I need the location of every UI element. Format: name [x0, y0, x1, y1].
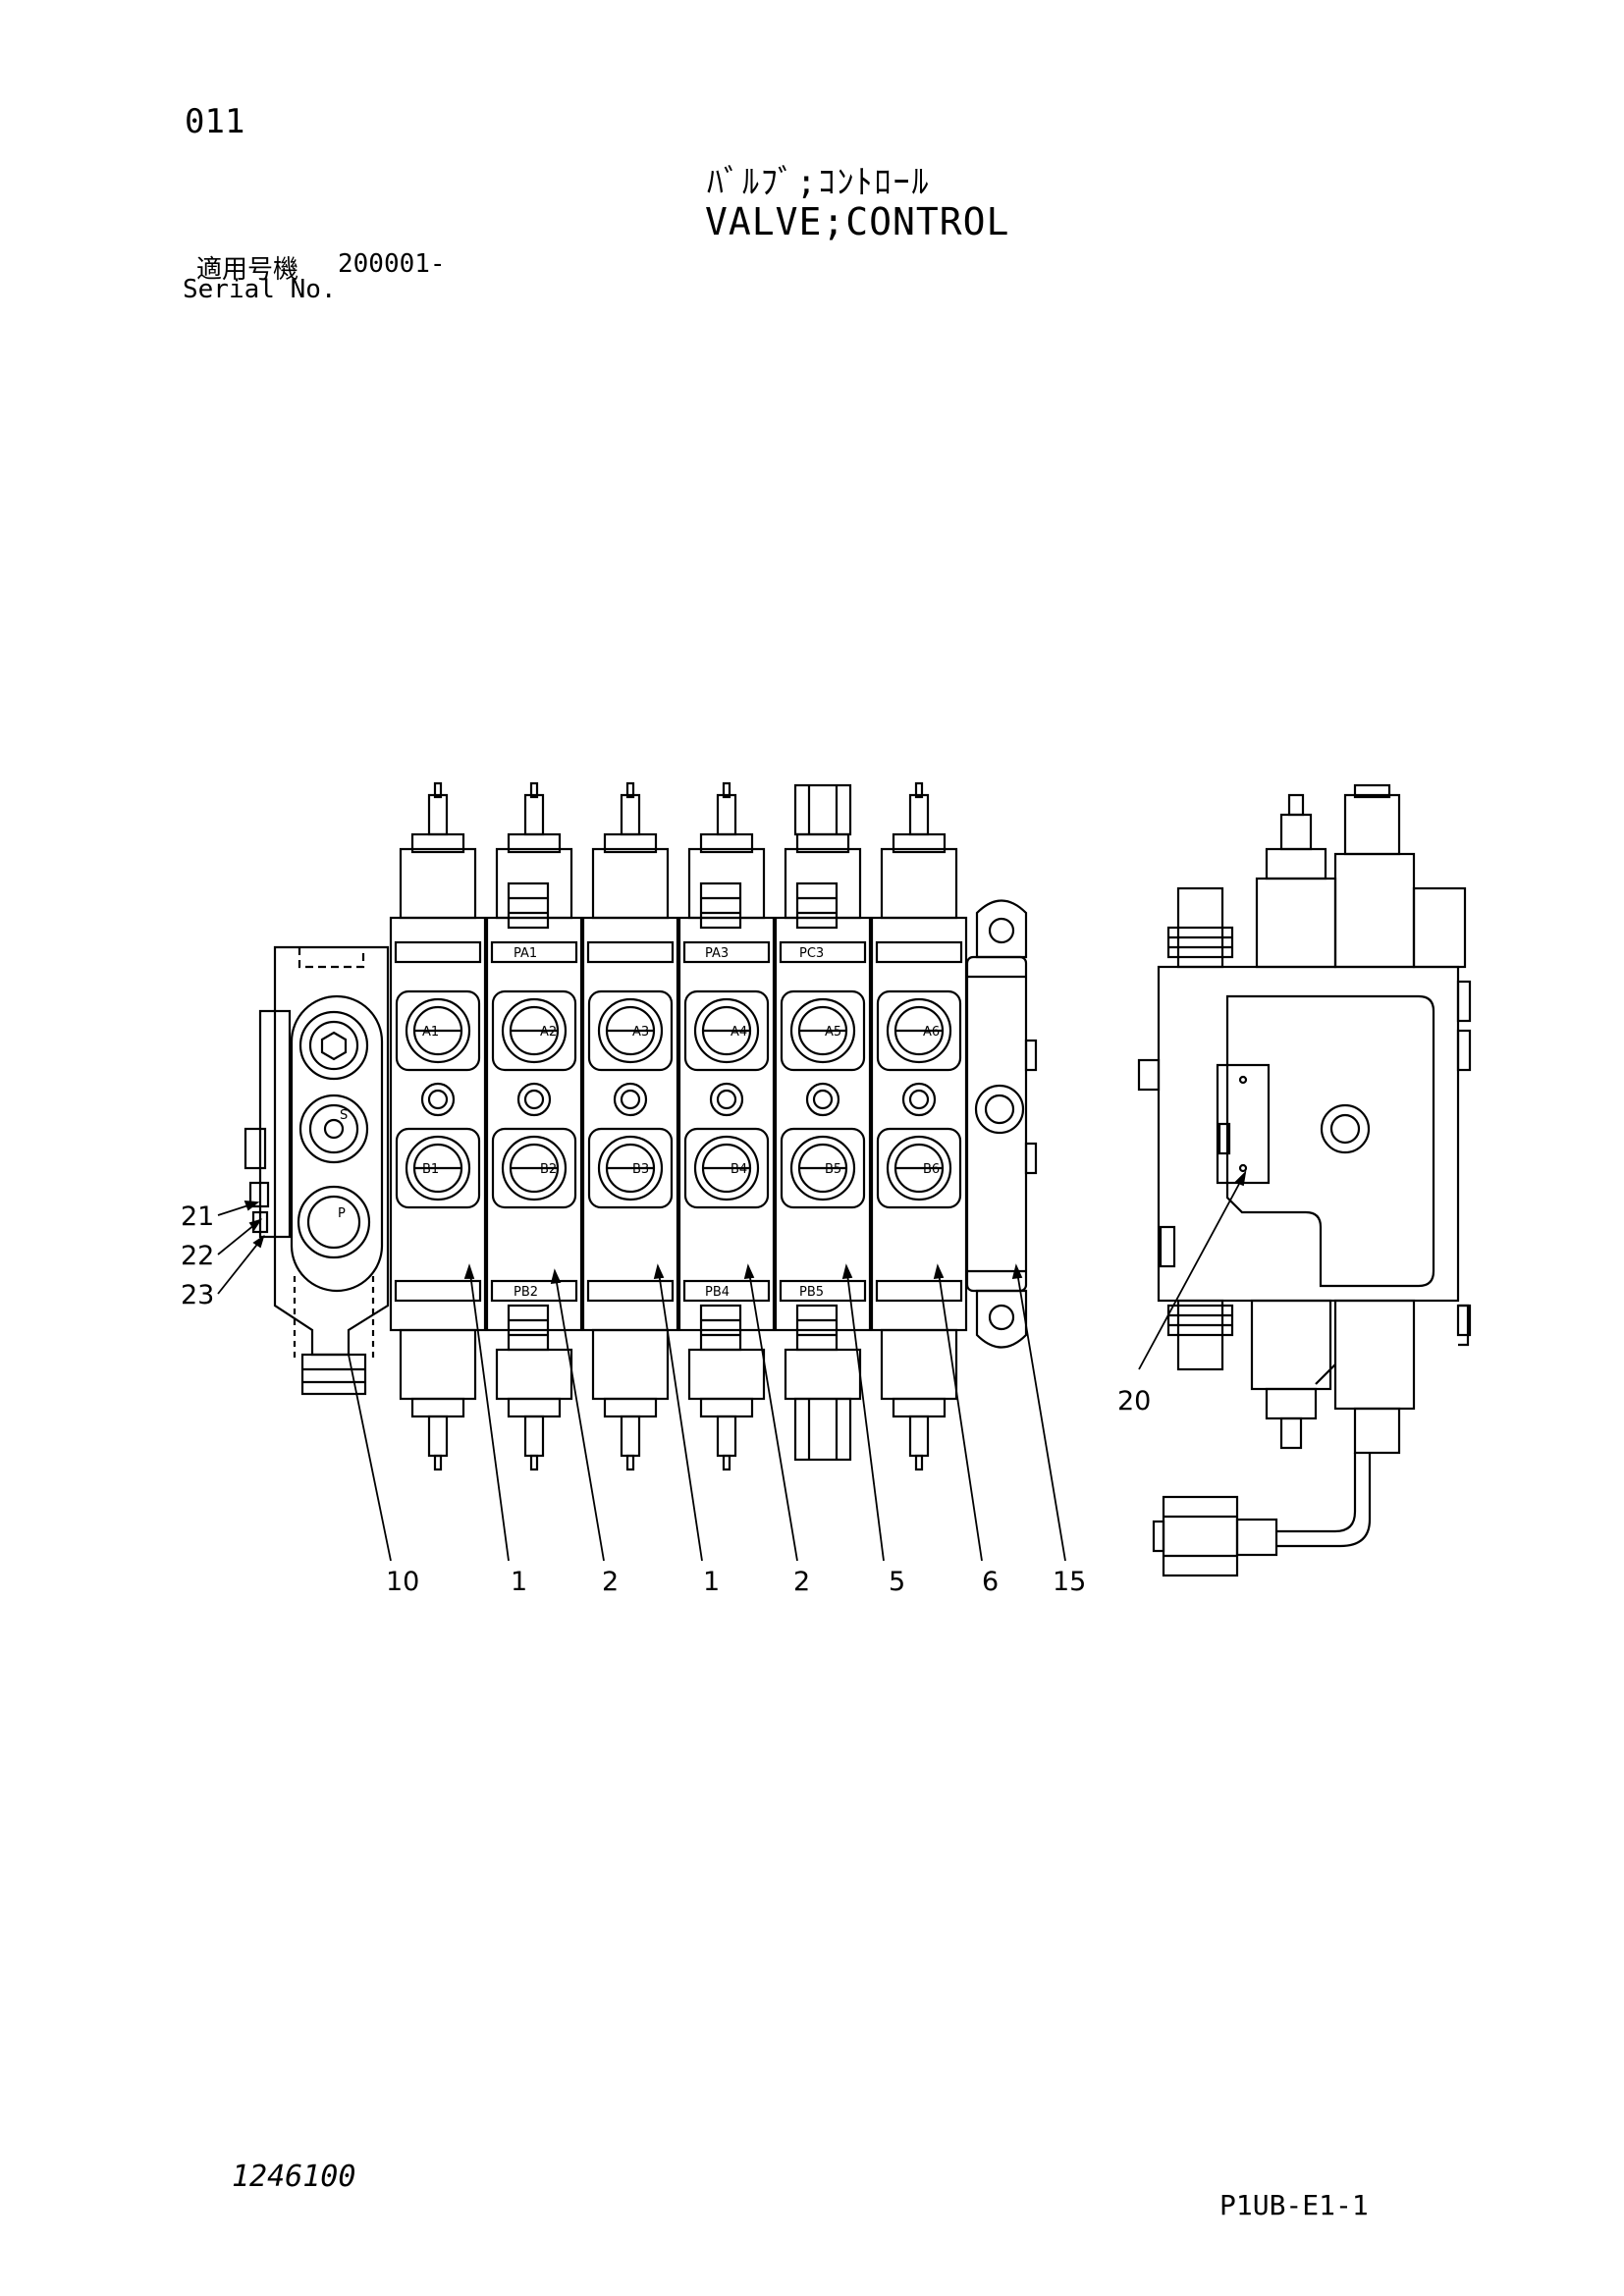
side-view: [1137, 783, 1472, 1577]
callout-2-second: 2: [793, 1567, 810, 1597]
front-view: A1 A2 A3 A4 A5 A6 B1 B2 B3 B4 B5 B6 S P …: [244, 781, 1038, 1471]
sheet-code: P1UB-E1-1: [1219, 2189, 1369, 2221]
port-label-pa3: PA3: [705, 946, 729, 961]
spool-section-3: [581, 781, 679, 1471]
port-label-b3: B3: [632, 1162, 649, 1177]
port-label-b1: B1: [422, 1162, 439, 1177]
spool-section-2: [485, 781, 583, 1471]
callout-15: 15: [1053, 1567, 1086, 1597]
inlet-section: [244, 945, 390, 1396]
port-label-a4: A4: [731, 1025, 747, 1040]
spool-section-1: [389, 781, 487, 1471]
spool-section-6: [870, 781, 968, 1471]
title-japanese: ﾊﾞﾙﾌﾞ;ｺﾝﾄﾛｰﾙ: [707, 163, 931, 202]
spool-section-5: [774, 783, 872, 1462]
callout-23: 23: [181, 1280, 214, 1310]
callout-1-second: 1: [703, 1567, 720, 1597]
callout-10: 10: [386, 1567, 419, 1597]
callout-numbers: 21 22 23 10 1 2 1 2 5 6 15 20: [181, 1201, 1151, 1597]
port-label-pb2: PB2: [514, 1285, 538, 1300]
port-label-b6: B6: [923, 1162, 940, 1177]
spool-section-4: [677, 781, 776, 1471]
port-label-pc3: PC3: [799, 946, 824, 961]
callout-1-first: 1: [511, 1567, 527, 1597]
title-english: VALVE;CONTROL: [705, 200, 1010, 243]
port-label-p: P: [338, 1206, 346, 1221]
port-label-a3: A3: [632, 1025, 649, 1040]
port-label-a1: A1: [422, 1025, 439, 1040]
port-label-s: S: [340, 1108, 348, 1123]
port-label-a6: A6: [923, 1025, 940, 1040]
port-label-b5: B5: [825, 1162, 841, 1177]
page-number: 011: [185, 102, 245, 141]
port-label-b4: B4: [731, 1162, 747, 1177]
port-labels: A1 A2 A3 A4 A5 A6 B1 B2 B3 B4 B5 B6 S P …: [338, 946, 940, 1300]
port-label-pb5: PB5: [799, 1285, 824, 1300]
port-label-a5: A5: [825, 1025, 841, 1040]
callout-5: 5: [889, 1567, 905, 1597]
callout-21: 21: [181, 1201, 214, 1232]
serial-value: 200001-: [338, 249, 446, 279]
serial-label-english: Serial No.: [183, 275, 337, 304]
document-number: 1246100: [232, 2160, 356, 2194]
port-label-pb4: PB4: [705, 1285, 730, 1300]
callout-leaders: [217, 1170, 1247, 1562]
callout-22: 22: [181, 1241, 214, 1271]
callout-20: 20: [1117, 1386, 1151, 1416]
outlet-section: [965, 899, 1038, 1349]
port-label-b2: B2: [540, 1162, 557, 1177]
callout-2-first: 2: [602, 1567, 619, 1597]
port-label-a2: A2: [540, 1025, 557, 1040]
port-label-pa1: PA1: [514, 946, 537, 961]
callout-6: 6: [982, 1567, 999, 1597]
serial-label-japanese: 適用号機: [196, 255, 299, 285]
